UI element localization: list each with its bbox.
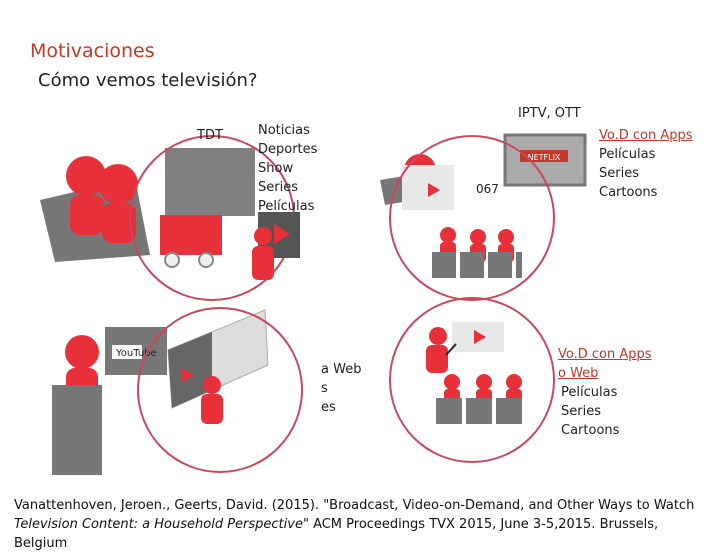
iptv-vod-list: Vo.D con Apps Películas Series Cartoons: [599, 126, 693, 202]
citation: Vanattenhoven, Jeroen., Geerts, David. (…: [14, 496, 714, 553]
tdt-item: Películas: [258, 199, 315, 214]
iptv-item: Series: [599, 166, 639, 181]
vod-web-list: Vo.D con Apps o Web Películas Series Car…: [558, 345, 652, 440]
circle-web: [137, 307, 303, 473]
vod-web-scene: [426, 322, 522, 424]
web-heading: a Web: [321, 362, 362, 377]
truck-scene: [160, 212, 300, 280]
iptv-scene: NETFLIX: [380, 133, 587, 278]
circle-vod-web: [389, 297, 555, 463]
tv-screen-tdt: [165, 148, 255, 216]
web-item: s: [321, 381, 328, 396]
iptv-item: Películas: [599, 147, 656, 162]
channel-number: 067: [476, 182, 499, 196]
citation-italic: Television Content: a Household Perspect…: [14, 517, 309, 532]
tdt-items: Noticias Deportes Show Series Películas: [258, 121, 317, 216]
web-scene: YouTube: [52, 309, 269, 475]
iptv-vod-link[interactable]: Vo.D con Apps: [599, 128, 693, 143]
circle-iptv: [389, 135, 555, 301]
vod-web-link-2[interactable]: o Web: [558, 366, 599, 381]
slide-title: Motivaciones: [30, 40, 155, 62]
web-list: a Web s es: [321, 360, 361, 417]
tdt-item: Show: [258, 161, 294, 176]
iptv-label: IPTV, OTT: [518, 106, 581, 121]
vod-web-item: Películas: [561, 385, 618, 400]
tdt-item: Series: [258, 180, 298, 195]
vod-web-link[interactable]: Vo.D con Apps: [558, 347, 652, 362]
netflix-logo-text: NETFLIX: [528, 153, 561, 162]
vod-web-item: Cartoons: [561, 423, 620, 438]
tdt-item: Noticias: [258, 123, 310, 138]
tdt-item: Deportes: [258, 142, 318, 157]
vod-web-item: Series: [561, 404, 601, 419]
iptv-item: Cartoons: [599, 185, 658, 200]
tdt-label: TDT: [197, 128, 223, 143]
youtube-logo-text: YouTube: [115, 348, 157, 359]
slide-subtitle: Cómo vemos televisión?: [38, 70, 258, 91]
citation-line-2: Television Content: a Household Perspect…: [14, 515, 714, 553]
tdt-scene: [40, 148, 255, 262]
citation-line-1: Vanattenhoven, Jeroen., Geerts, David. (…: [14, 498, 695, 513]
web-item: es: [321, 400, 336, 415]
illustration: NETFLIX YouTube: [40, 133, 587, 475]
